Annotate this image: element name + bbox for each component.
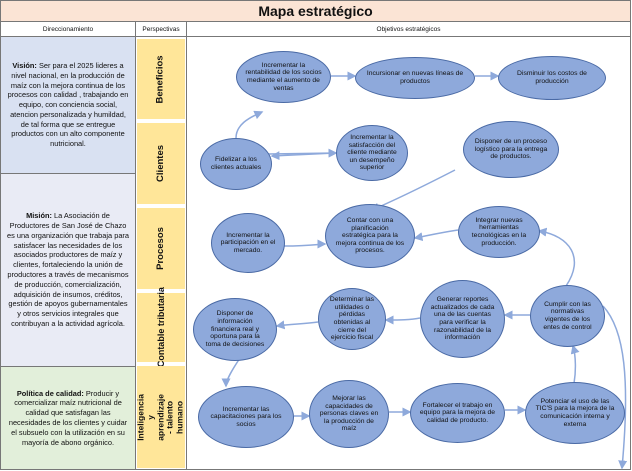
- arrow: [275, 320, 319, 330]
- arrow: [384, 315, 421, 325]
- objective-capacitaciones[interactable]: Incrementar las capacitaciones para los …: [198, 386, 294, 448]
- arrow: [602, 305, 628, 470]
- mision-label: Misión:: [26, 211, 52, 221]
- objective-herramientas[interactable]: Integrar nuevas herramientas tecnológica…: [458, 206, 540, 258]
- header-perspectivas: Perspectivas: [136, 22, 186, 37]
- arrow: [570, 344, 580, 384]
- arrow: [235, 110, 264, 139]
- objective-normativas[interactable]: Cumplir con las normativas vigentes de l…: [530, 285, 605, 347]
- perspective-beneficios: Beneficios: [137, 39, 185, 119]
- objective-trabajo-equipo[interactable]: Fortalecer el trabajo en equipo para la …: [410, 383, 505, 443]
- vision-cell: Visión: Ser para el 2025 lideres a nivel…: [1, 37, 135, 173]
- arrow: [283, 239, 327, 249]
- objective-incursionar[interactable]: Incursionar en nuevas líneas de producto…: [355, 57, 475, 99]
- objective-proceso-logistico[interactable]: Disponer de un proceso logístico para la…: [463, 121, 559, 178]
- objective-tics[interactable]: Potenciar el uso de las TIC'S para la me…: [525, 382, 625, 444]
- politica-text: Producir y comercializar maíz nutriciona…: [8, 388, 128, 447]
- vision-text: Ser para el 2025 lideres a nivel naciona…: [7, 61, 129, 149]
- objective-incrementar-rentabilidad[interactable]: Incrementar la rentabilidad de los socio…: [236, 51, 331, 103]
- mision-text: La Asociación de Productores de San José…: [6, 211, 130, 328]
- objective-info-financiera[interactable]: Disponer de información financiera real …: [193, 298, 277, 361]
- objective-capacidades[interactable]: Mejorar las capacidades de personas clav…: [309, 380, 389, 448]
- politica-label: Política de calidad:: [16, 388, 84, 398]
- divider: [186, 22, 187, 470]
- vision-label: Visión:: [12, 61, 37, 71]
- perspective-clientes: Clientes: [137, 123, 185, 204]
- perspective-inteligencia: Inteligencia y aprendizaje - talento hum…: [136, 366, 185, 468]
- page-title: Mapa estratégico: [1, 1, 630, 22]
- objective-reportes[interactable]: Generar reportes actualizados de cada un…: [420, 280, 505, 358]
- arrow: [221, 357, 241, 388]
- objective-participacion[interactable]: Incrementar la participación en el merca…: [211, 213, 285, 273]
- arrow: [537, 227, 576, 287]
- mision-cell: Misión: La Asociación de Productores de …: [1, 174, 135, 366]
- header-objetivos: Objetivos estratégicos: [187, 22, 630, 37]
- objective-disminuir-costos[interactable]: Disminuir los costos de producción: [498, 56, 606, 100]
- objective-utilidades[interactable]: Determinar las utilidades o pérdidas obt…: [318, 288, 386, 350]
- perspective-contable: Contable tributaria: [137, 287, 185, 368]
- objective-fidelizar[interactable]: Fidelizar a los clientes actuales: [200, 138, 272, 190]
- politica-cell: Política de calidad: Producir y comercia…: [1, 367, 135, 469]
- header-direccionamiento: Direccionamiento: [1, 22, 135, 37]
- perspective-procesos: Procesos: [137, 208, 185, 289]
- arrow: [270, 151, 336, 161]
- divider: [135, 22, 136, 470]
- objective-satisfaccion[interactable]: Incrementar la satisfacción del cliente …: [336, 125, 408, 181]
- divider: [1, 173, 135, 174]
- objective-planificacion[interactable]: Contar con una planificación estratégica…: [325, 204, 415, 268]
- arrow: [413, 229, 459, 242]
- divider: [1, 366, 135, 367]
